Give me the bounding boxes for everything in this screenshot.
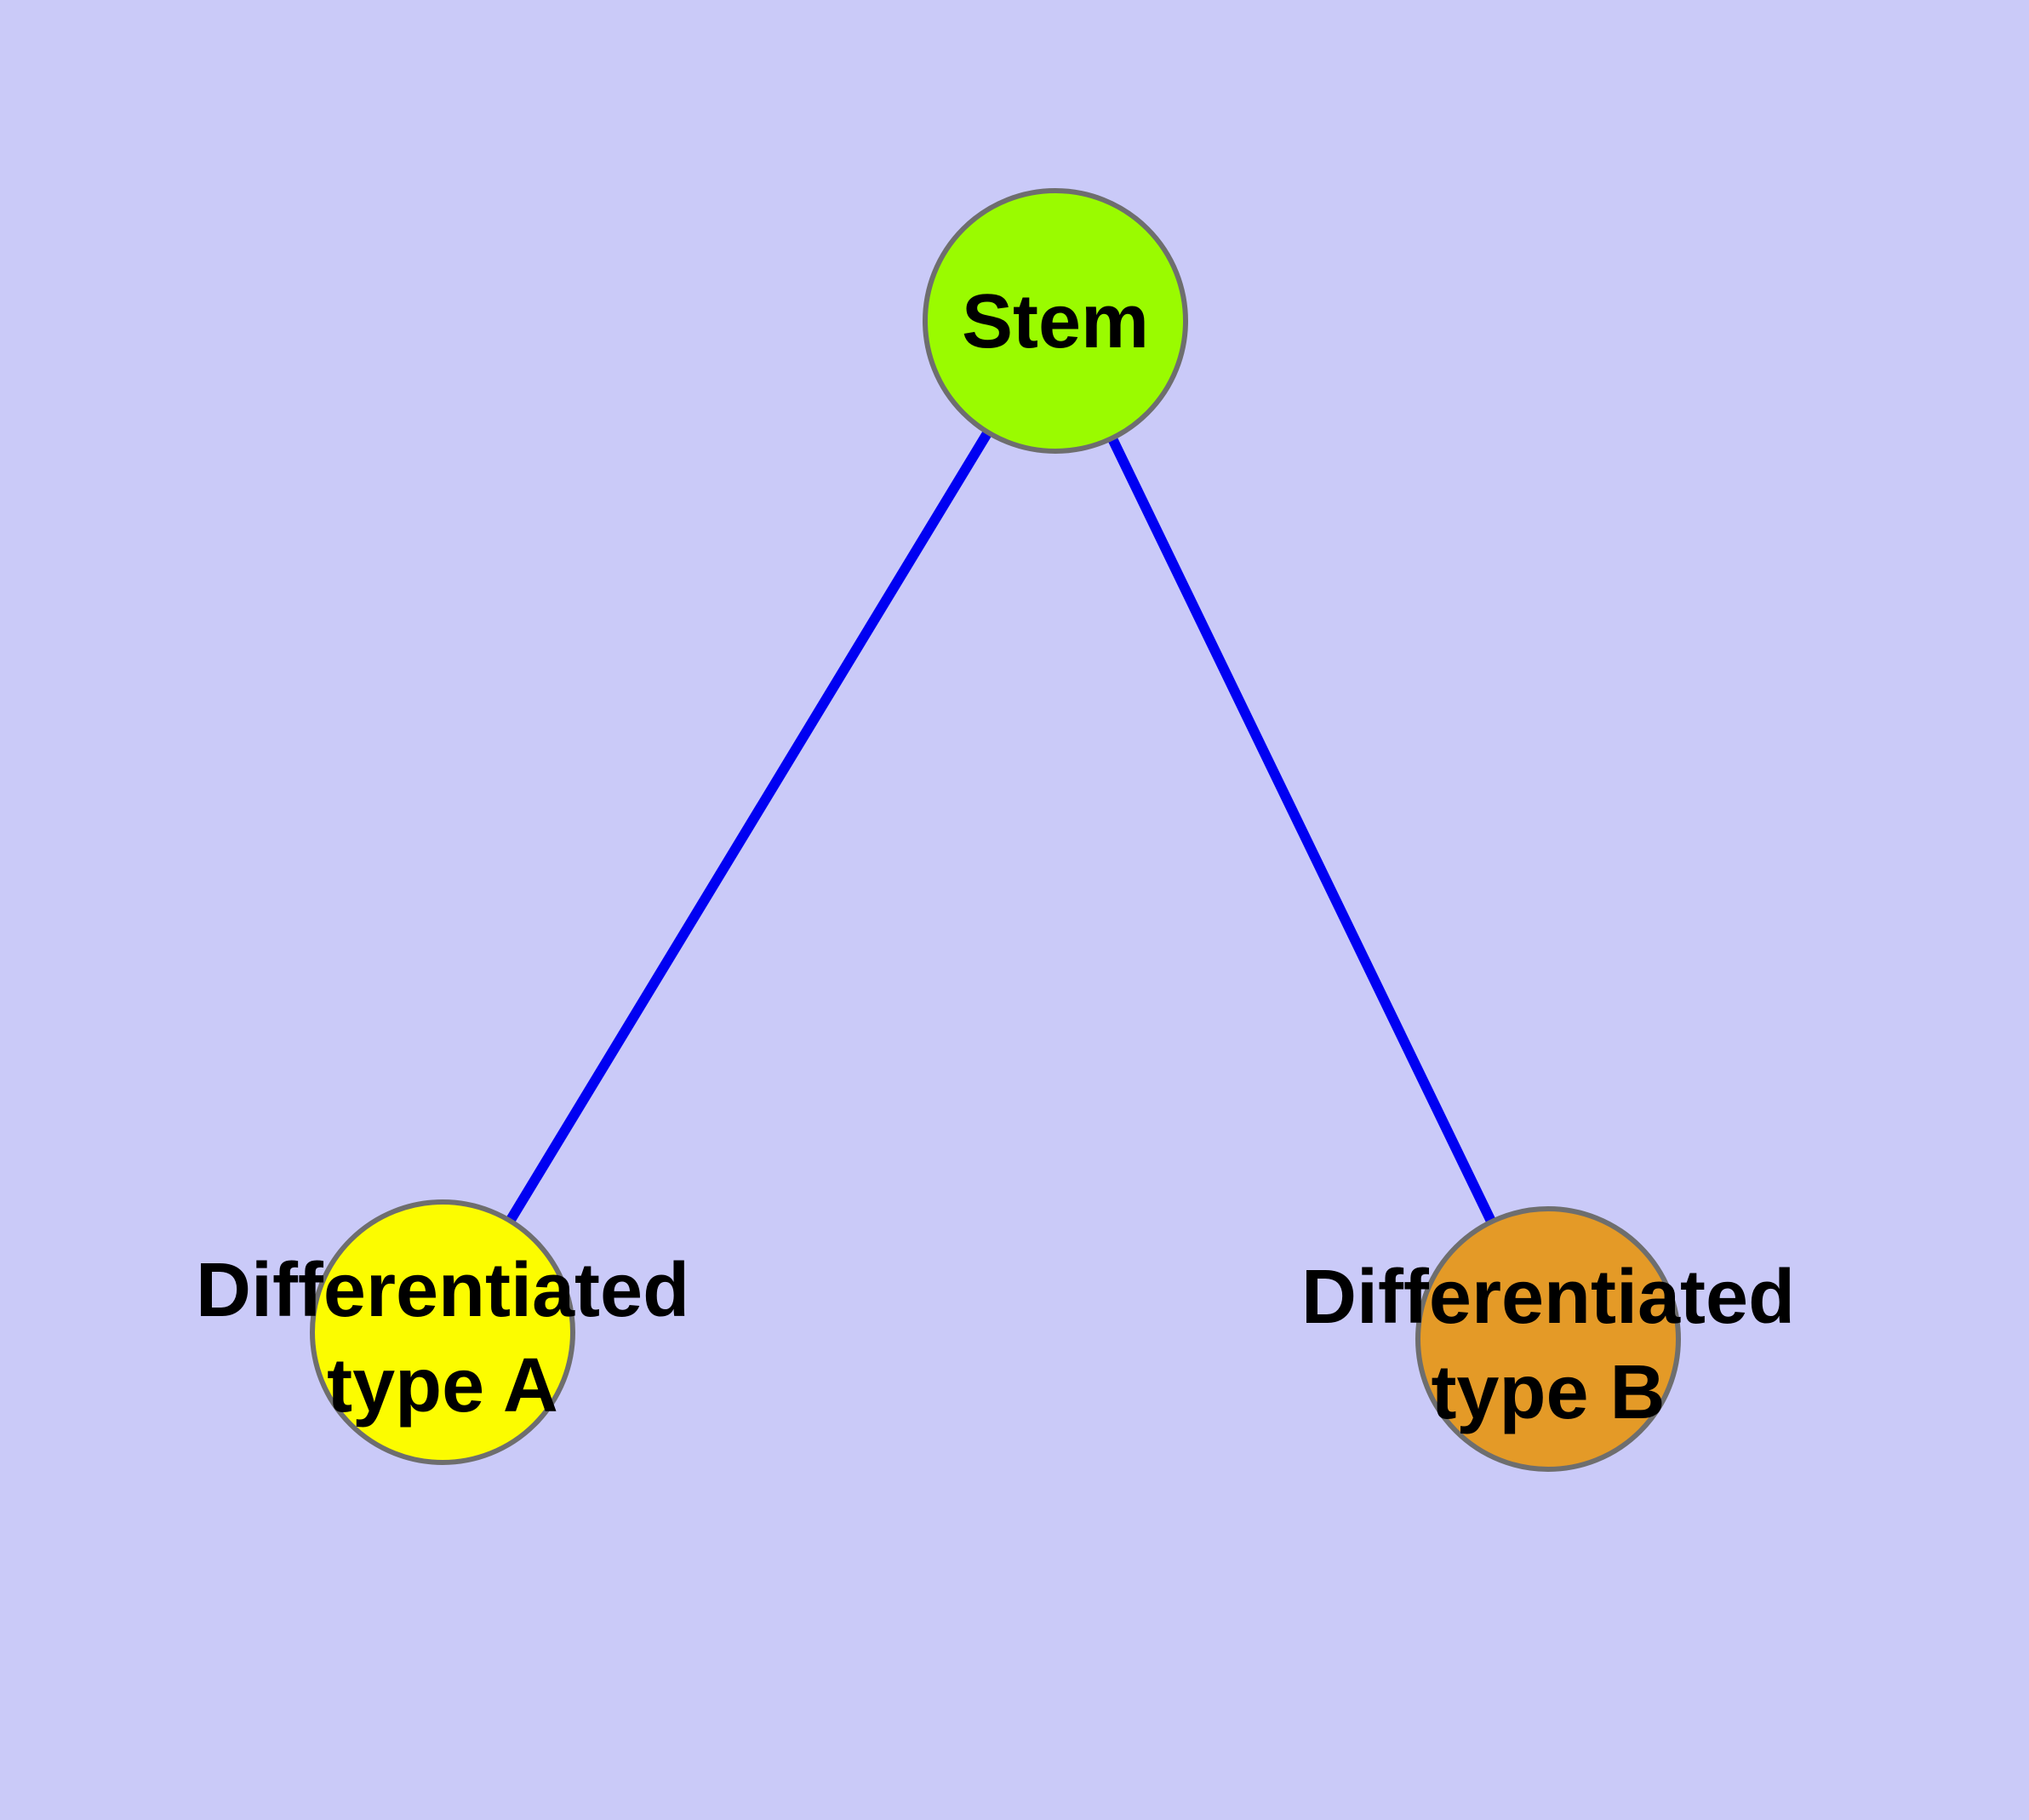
node-type-b-circle [1415,1206,1681,1472]
node-stem-circle [923,188,1188,454]
node-type-a-circle [310,1199,575,1465]
edge-stem-to-type-a [437,318,1060,1336]
edge-stem-to-type-b [1050,318,1553,1342]
